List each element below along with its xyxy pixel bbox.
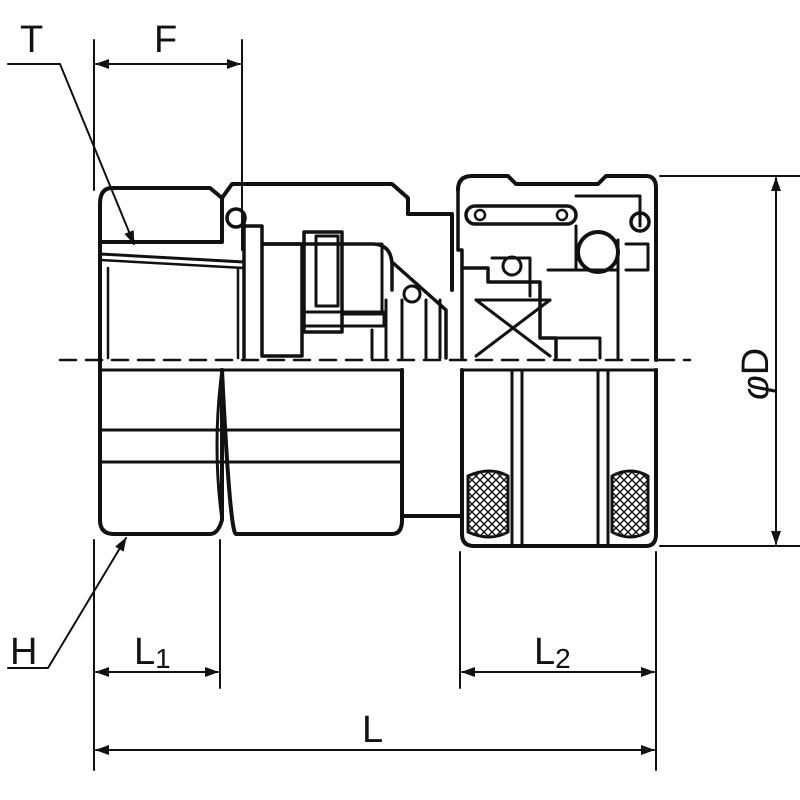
hex-body <box>98 186 404 536</box>
knurl-band-right <box>610 469 650 539</box>
middle-body <box>220 182 454 360</box>
extension-lines <box>93 39 800 771</box>
label-L1: L1 <box>134 631 171 674</box>
leader-T <box>7 63 135 245</box>
label-T: T <box>20 19 43 61</box>
label-L2: L2 <box>534 631 571 674</box>
neck <box>400 368 464 518</box>
knurl-band-left <box>466 469 510 539</box>
sleeve-upper <box>456 174 658 362</box>
sleeve-lower <box>460 368 658 548</box>
internal-thread <box>98 252 246 360</box>
label-phi-D: φD <box>735 348 777 400</box>
label-L: L <box>362 709 383 751</box>
leader-H <box>7 537 127 669</box>
label-F: F <box>154 19 177 61</box>
label-H: H <box>10 631 37 673</box>
